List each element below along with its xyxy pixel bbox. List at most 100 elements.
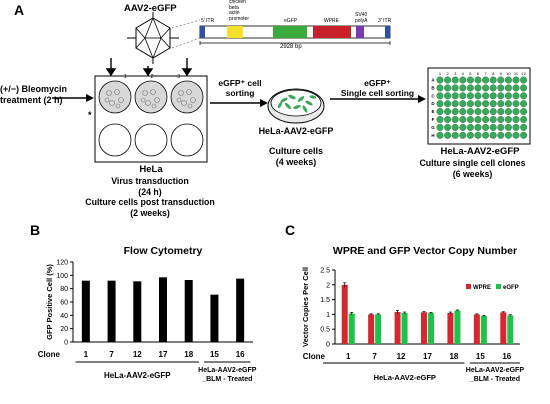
plate96-well — [474, 92, 482, 100]
chart-c-legend-swatch — [466, 284, 471, 289]
plate96-well — [482, 76, 490, 84]
plate96-well — [474, 131, 482, 139]
plate96-row-label: F — [432, 117, 435, 122]
plate96-well — [459, 84, 467, 92]
chart-c-x-tick-label: 12 — [397, 352, 406, 361]
chart-c-legend-label: eGFP — [503, 285, 519, 291]
plate96-row-label: A — [431, 78, 435, 83]
chart-c-bar-wpre — [394, 312, 401, 344]
plate96-well — [520, 92, 528, 100]
chart-b-y-label: GFP Positive Cell (%) — [45, 264, 54, 340]
plate96-well — [474, 100, 482, 108]
chart-b-y-tick-label: 80 — [60, 286, 68, 293]
chart-b-x-tick-label: 15 — [210, 350, 219, 359]
plate96-well — [520, 115, 528, 123]
plate96-well — [466, 108, 474, 116]
plate96-well — [474, 108, 482, 116]
plate96-well — [497, 76, 505, 84]
plate96-well — [436, 100, 444, 108]
plate6-star: * — [88, 110, 92, 120]
plate96-well — [466, 115, 474, 123]
chart-c-bar-egfp — [401, 312, 408, 344]
plate96-well — [489, 131, 497, 139]
plate96-col-label: 1 — [439, 71, 442, 76]
chart-c-bar-wpre — [500, 312, 507, 344]
plate96-well — [497, 123, 505, 131]
plate96-well — [444, 100, 452, 108]
chart-c-group2-label-line2: _BLM - Treated — [469, 376, 520, 383]
chart-b-group2-label-line2: _BLM - Treated — [201, 376, 252, 383]
plate96-well — [512, 76, 520, 84]
chart-c-clone-prefix: Clone — [303, 352, 326, 361]
plate96-well — [512, 84, 520, 92]
plate96-well — [474, 123, 482, 131]
plate96-well — [497, 84, 505, 92]
plate96-well — [474, 115, 482, 123]
virus-name: AAV2-eGFP — [124, 3, 177, 14]
itr-right-label: 3' ITR — [378, 18, 392, 24]
construct-length: 2928 bp — [280, 44, 302, 50]
plate96-well — [436, 92, 444, 100]
plate96-well — [504, 76, 512, 84]
plate96-col-label: 9 — [500, 71, 503, 76]
plate96-well — [451, 92, 459, 100]
plate96-row-label: H — [431, 133, 434, 138]
plate96-col-label: 3 — [454, 71, 457, 76]
chart-b-x-tick-label: 1 — [84, 350, 89, 359]
chart-b-x-tick-label: 17 — [159, 350, 168, 359]
arrow-sorting-1 — [210, 99, 268, 107]
plate96-well — [451, 76, 459, 84]
plate96-well — [466, 76, 474, 84]
dish-label: HeLa-AAV2-eGFP — [258, 126, 334, 136]
plate96-well — [459, 131, 467, 139]
chart-c-bar-egfp — [454, 310, 461, 344]
chart-b-bar — [81, 280, 90, 342]
chart-b-x-tick-label: 7 — [109, 350, 114, 359]
plate96-well — [466, 100, 474, 108]
polya-label: SV40 polyA — [355, 12, 368, 24]
plate96-well — [459, 76, 467, 84]
plate96-well — [474, 84, 482, 92]
chart-c-y-label: Vector Copies Per Cell — [301, 267, 310, 347]
plate96-well — [466, 84, 474, 92]
plate96-well — [482, 108, 490, 116]
plate96-well — [504, 84, 512, 92]
plate96-col-label: 12 — [521, 71, 526, 76]
plate96-well — [474, 76, 482, 84]
plate96-col-label: 4 — [462, 71, 465, 76]
plate96-well — [497, 100, 505, 108]
plate96-well — [451, 123, 459, 131]
plate96-well — [512, 100, 520, 108]
chart-c-title: WPRE and GFP Vector Copy Number — [333, 245, 517, 257]
chart-c-y-tick-label: 2.5 — [320, 268, 330, 275]
plate96-row-label: G — [431, 125, 435, 130]
chart-c-x-tick-label: 1 — [346, 352, 351, 361]
plate96-well — [497, 108, 505, 116]
plate96-well — [482, 131, 490, 139]
plate96-well — [512, 108, 520, 116]
plate96-well — [451, 115, 459, 123]
plate96-label: HeLa-AAV2-eGFP — [440, 146, 520, 157]
plate96-well — [520, 123, 528, 131]
plate96-well — [504, 92, 512, 100]
chart-c-bar-egfp — [348, 313, 355, 344]
plate96-col-label: 7 — [484, 71, 487, 76]
sorting2-text: eGFP⁺ Single cell sorting — [340, 78, 415, 98]
egfp-label: eGFP — [284, 18, 298, 24]
chart-c-x-tick-label: 7 — [372, 352, 377, 361]
plate96-col-label: 2 — [446, 71, 449, 76]
culture-cells-text: Culture cells (4 weeks) — [268, 146, 324, 167]
plate96-well — [451, 108, 459, 116]
plate96-well — [520, 131, 528, 139]
wpre-label: WPRE — [324, 18, 339, 24]
plate96-well — [451, 84, 459, 92]
chart-c-bar-egfp — [375, 314, 382, 344]
chart-c-y-tick-label: 2 — [326, 282, 330, 289]
plate96-well — [520, 100, 528, 108]
plate96-well — [444, 76, 452, 84]
plate96-well — [451, 100, 459, 108]
panel-a-label: A — [14, 2, 25, 18]
chart-b-y-tick-label: 0 — [64, 340, 68, 347]
chart-c-x-tick-label: 18 — [449, 352, 458, 361]
